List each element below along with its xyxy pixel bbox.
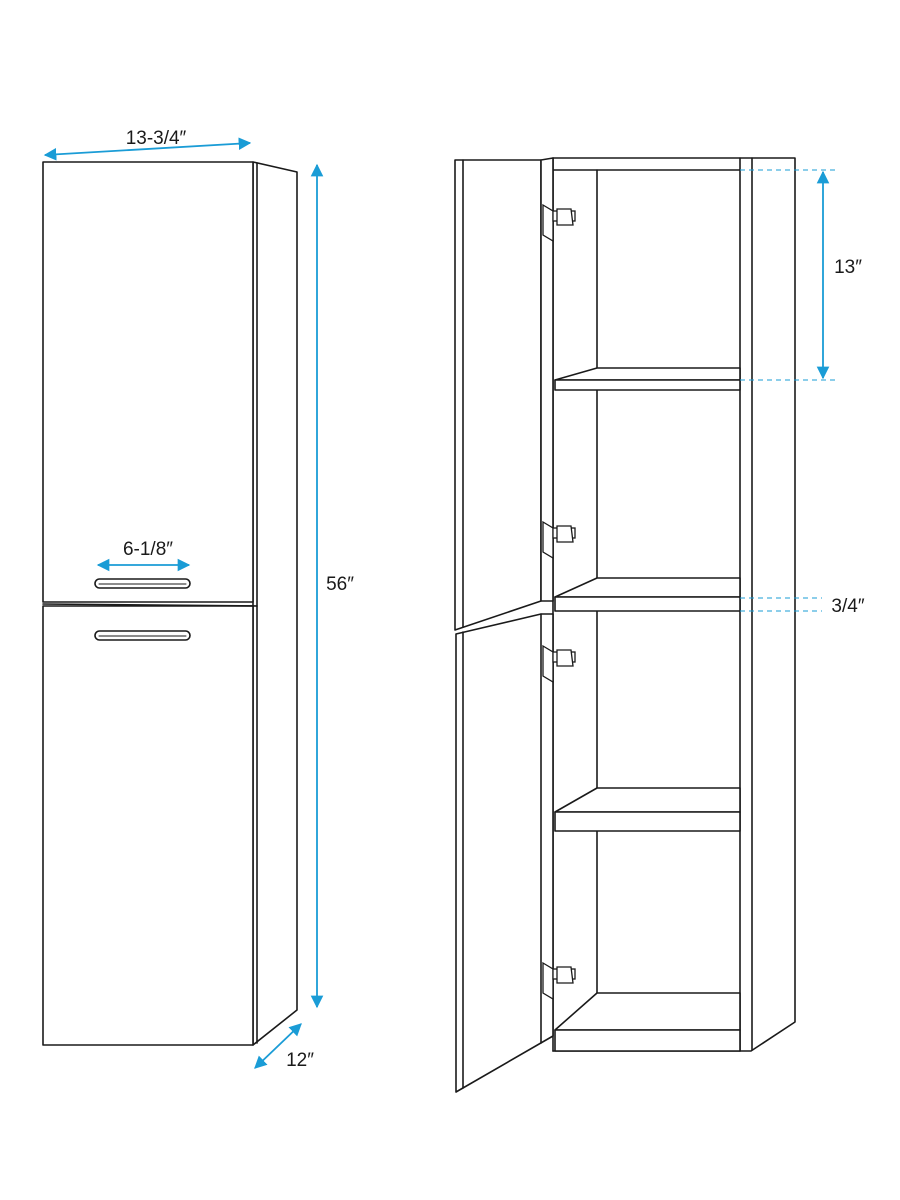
open-upper-door	[454, 157, 554, 631]
shelf-thickness-dimension: 3/4″	[740, 596, 865, 617]
door-gap-line	[42, 603, 258, 607]
handle-dimension: 6-1/8″	[96, 539, 191, 572]
handle-dimension-label: 6-1/8″	[123, 539, 173, 560]
depth-dimension: 12″	[254, 1023, 314, 1071]
depth-dimension-arrow	[254, 1023, 302, 1069]
hinge-2	[542, 520, 576, 560]
hinge-4	[542, 961, 576, 1001]
height-dimension: 56″	[310, 163, 354, 1009]
shelf-3	[554, 787, 741, 832]
width-dimension-arrow	[43, 137, 252, 161]
shelf-spacing-label: 13″	[834, 257, 862, 278]
hinge-3	[542, 644, 576, 684]
shelf-thickness-label: 3/4″	[831, 596, 864, 617]
shelf-spacing-dimension: 13″	[740, 169, 862, 381]
bottom-panel	[554, 992, 741, 1052]
depth-dimension-label: 12″	[286, 1050, 314, 1071]
cabinet-side-panel	[252, 161, 298, 1046]
upper-door	[42, 161, 254, 603]
width-dimension: 13-3/4″	[43, 128, 252, 161]
hinges	[542, 203, 576, 1001]
open-cabinet-side-panel	[739, 157, 796, 1052]
hinge-1	[542, 203, 576, 243]
height-dimension-label: 56″	[326, 574, 354, 595]
lower-door	[42, 605, 254, 1046]
shelf-1	[554, 367, 741, 391]
open-lower-door	[455, 613, 554, 1093]
width-dimension-label: 13-3/4″	[126, 128, 187, 149]
open-cabinet	[454, 157, 796, 1093]
shelf-2	[554, 577, 741, 612]
closed-cabinet	[42, 161, 298, 1046]
